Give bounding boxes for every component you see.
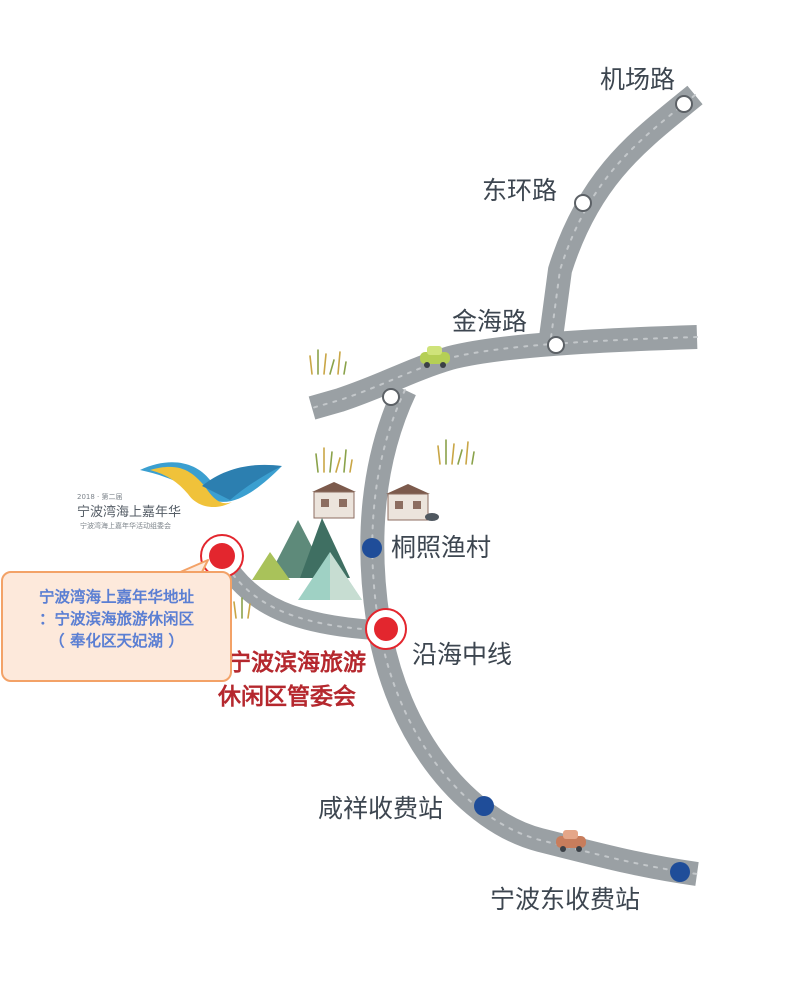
label-tongzhao-village: 桐照渔村 [391, 533, 491, 562]
label-coastal-middle-line: 沿海中线 [412, 640, 512, 669]
jinhai-road [308, 325, 698, 420]
roads [213, 85, 703, 886]
east-ring-road-marker [574, 194, 592, 212]
map-labels: 机场路 东环路 金海路 桐照渔村 沿海中线 咸祥收费站 宁波东收费站 宁波滨海旅… [217, 65, 675, 914]
logo-title: 宁波湾海上嘉年华 [77, 504, 181, 520]
event-logo: 2018 · 第二届 宁波湾海上嘉年华 宁波湾海上嘉年华活动组委会 [77, 462, 282, 530]
road-casings [210, 83, 705, 889]
ningbo-east-toll-marker [670, 862, 690, 882]
event-location-marker [200, 534, 244, 578]
callout-line2: ：宁波滨海旅游休闲区 [38, 610, 194, 628]
callout-line3: （ 奉化区天妃湖 ） [49, 632, 184, 650]
label-jinhai-road: 金海路 [452, 307, 527, 336]
label-committee-line2: 休闲区管委会 [217, 683, 356, 710]
management-committee-marker [365, 608, 407, 650]
xianxiang-toll-marker [474, 796, 494, 816]
label-xianxiang-toll: 咸祥收费站 [318, 794, 443, 823]
label-airport-road: 机场路 [600, 65, 675, 94]
interchange-markers [382, 95, 693, 406]
label-east-ring-road: 东环路 [482, 176, 557, 205]
jinhai-road-marker [547, 336, 565, 354]
event-address-callout: 宁波湾海上嘉年华地址 ：宁波滨海旅游休闲区 （ 奉化区天妃湖 ） [1, 571, 232, 682]
logo-subtitle: 宁波湾海上嘉年华活动组委会 [80, 521, 171, 530]
callout-line1: 宁波湾海上嘉年华地址 [38, 588, 194, 606]
airport-road-marker [675, 95, 693, 113]
label-ningbo-east-toll: 宁波东收费站 [490, 885, 640, 914]
logo-edition: 2018 · 第二届 [77, 492, 123, 501]
house-icon [312, 482, 439, 521]
mountain-icon [252, 518, 362, 600]
station-markers [362, 538, 690, 882]
airport-branch-road [538, 85, 703, 347]
junction-marker [382, 388, 400, 406]
car-icon [420, 346, 586, 852]
tongzhao-village-marker [362, 538, 382, 558]
highlight-markers [200, 534, 407, 650]
grass-icon [233, 349, 475, 619]
label-committee-line1: 宁波滨海旅游 [228, 649, 366, 676]
